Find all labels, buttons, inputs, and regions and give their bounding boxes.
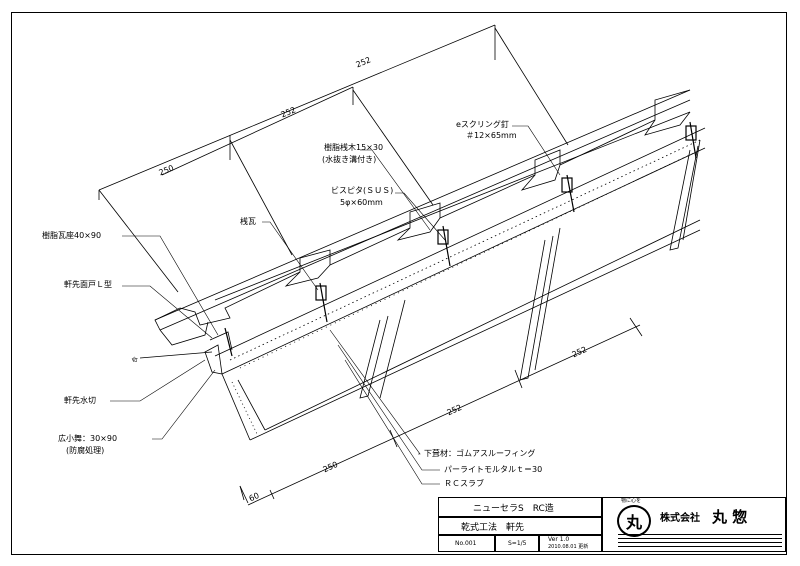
title-method: 乾式工法 軒先 — [438, 517, 602, 535]
title-scale: S=1/5 — [495, 535, 539, 552]
label-resin-batten: 樹脂桟木15×30 — [324, 143, 384, 152]
fasteners — [224, 121, 697, 357]
company-seal-logo: 丸 — [617, 505, 651, 537]
label-eaves-drip: 軒先水切 — [64, 396, 96, 405]
rc-slab — [221, 219, 701, 441]
top-dimension-lines — [98, 24, 569, 293]
label-sangawara: 桟瓦 — [240, 217, 256, 226]
title-date: 2010.08.01 更新 — [548, 544, 589, 550]
label-bispita-size: 5φ×60mm — [340, 198, 383, 207]
bottom-dimension-lines — [239, 317, 643, 506]
label-fascia: 広小舞：30×90 — [58, 434, 118, 443]
support-struts — [359, 139, 701, 399]
title-company-name: 丸 惣 — [712, 508, 748, 526]
label-screw-nail-size: ＃12×65mm — [466, 131, 517, 140]
title-company-box — [602, 497, 786, 552]
drawing-frame — [11, 12, 787, 555]
company-address-block — [618, 533, 782, 551]
label-rc-slab: ＲＣスラブ — [444, 479, 484, 488]
title-version-box — [539, 535, 602, 552]
label-eaves-board: 軒先面戸Ｌ型 — [64, 280, 112, 289]
seal-char: 丸 — [625, 513, 642, 532]
title-motto: 物に心を — [621, 498, 642, 504]
label-screw-nail: eスクリング釘 — [456, 120, 509, 129]
title-product: ニューセラS RC造 — [438, 497, 602, 517]
leader-lines — [110, 125, 561, 485]
label-resin-batten-note: (水抜き溝付き) — [322, 155, 377, 164]
eaves-details — [139, 331, 233, 375]
title-version: Ver 1.0 — [548, 536, 570, 543]
label-bispita: ビスピタ(ＳＵＳ) — [331, 186, 394, 195]
label-fascia-note: (防腐処理) — [66, 446, 105, 455]
label-resin-seat: 樹脂瓦座40×90 — [42, 231, 102, 240]
title-number: No.001 — [438, 535, 495, 552]
label-perlite: パーライトモルタルｔ＝30 — [444, 465, 543, 474]
label-underlay: 下葺材：ゴムアスルーフィング — [424, 449, 536, 458]
mortar-layer — [214, 127, 706, 375]
title-company: 株式会社 — [660, 513, 700, 524]
roof-tiles — [154, 89, 691, 346]
